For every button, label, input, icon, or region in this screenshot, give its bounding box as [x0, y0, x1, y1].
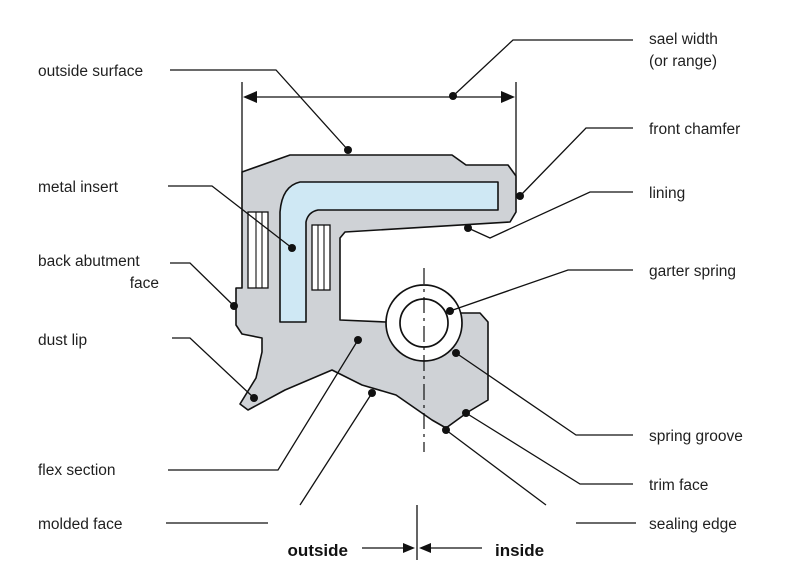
leader-front-chamfer: [519, 127, 633, 197]
leader-molded-face-upper: [299, 392, 373, 506]
leader-seal-width: [452, 39, 633, 97]
label-molded-face: molded face: [38, 516, 122, 533]
label-outside: outside: [288, 541, 348, 560]
back-abutment-gap-left: [247, 211, 269, 289]
label-metal-insert: metal insert: [38, 179, 119, 196]
leader-lining: [467, 191, 633, 239]
leader-flex-section: [168, 339, 359, 471]
dot-flex-section: [354, 336, 362, 344]
label-seal-width: sael width: [649, 31, 718, 48]
leader-outside-surface: [170, 69, 349, 151]
dot-spring-groove: [452, 349, 460, 357]
label-spring-groove: spring groove: [649, 428, 743, 445]
leader-sealing-edge-upper: [445, 429, 547, 506]
leader-garter-spring: [449, 269, 633, 312]
dot-dust-lip: [250, 394, 258, 402]
dot-outside-surface: [344, 146, 352, 154]
label-outside-surface: outside surface: [38, 63, 143, 80]
label-flex-section: flex section: [38, 462, 116, 479]
dot-lining: [464, 224, 472, 232]
leader-back-abutment: [170, 262, 235, 307]
label-back-abutment-face: face: [130, 275, 159, 292]
dot-molded-face: [368, 389, 376, 397]
width-arrow-right: [501, 91, 515, 103]
dot-back-abutment: [230, 302, 238, 310]
leader-metal-insert: [168, 185, 293, 249]
outside-arrow-head: [403, 543, 415, 553]
label-inside: inside: [495, 541, 544, 560]
metal-insert: [279, 181, 499, 323]
dot-sealing-edge: [442, 426, 450, 434]
leader-trim-face: [465, 412, 633, 485]
label-trim-face: trim face: [649, 477, 708, 494]
dot-seal-width: [449, 92, 457, 100]
leader-spring-groove: [455, 352, 633, 436]
label-front-chamfer: front chamfer: [649, 121, 740, 138]
dot-trim-face: [462, 409, 470, 417]
label-seal-width-range: (or range): [649, 53, 717, 70]
inside-arrow-head: [419, 543, 431, 553]
label-garter-spring: garter spring: [649, 263, 736, 280]
width-arrow-left: [243, 91, 257, 103]
label-sealing-edge: sealing edge: [649, 516, 737, 533]
label-back-abutment: back abutment: [38, 253, 140, 270]
dot-garter-spring: [446, 307, 454, 315]
dot-front-chamfer: [516, 192, 524, 200]
back-abutment-gap-right: [311, 224, 331, 291]
leader-dust-lip: [172, 337, 255, 399]
label-dust-lip: dust lip: [38, 332, 87, 349]
label-lining: lining: [649, 185, 685, 202]
dot-metal-insert: [288, 244, 296, 252]
